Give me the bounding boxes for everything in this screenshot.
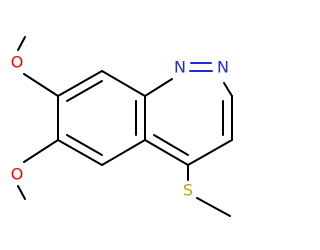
bond-ring-f	[57, 139, 103, 166]
bond-ring-e	[101, 139, 146, 166]
bond-ring-b	[57, 70, 103, 97]
bond-o-lower-ring	[23, 139, 59, 163]
atom-s: S	[183, 181, 193, 200]
atom-o-lower: O	[11, 165, 24, 184]
molecule-structure: O O N N S	[11, 36, 233, 217]
atom-n1: N	[174, 58, 186, 77]
atom-n2: N	[217, 58, 229, 77]
bond-n2-c3	[223, 82, 233, 97]
bond-methyl-o-lower	[17, 185, 26, 200]
atom-o-upper: O	[11, 53, 24, 72]
bond-c4a-c8a	[144, 139, 189, 166]
bond-methyl-o-upper	[17, 36, 26, 51]
bond-c4a-c8a-double	[153, 134, 189, 156]
bond-ring-c	[101, 70, 146, 97]
bond-ring-f-double	[66, 134, 103, 156]
bond-c4-c4a	[187, 139, 233, 166]
bond-c8a-n1	[144, 78, 173, 97]
bond-s-methyl	[196, 197, 231, 217]
bond-ring-b-double	[66, 80, 103, 102]
bond-o-upper-ring	[23, 73, 59, 97]
